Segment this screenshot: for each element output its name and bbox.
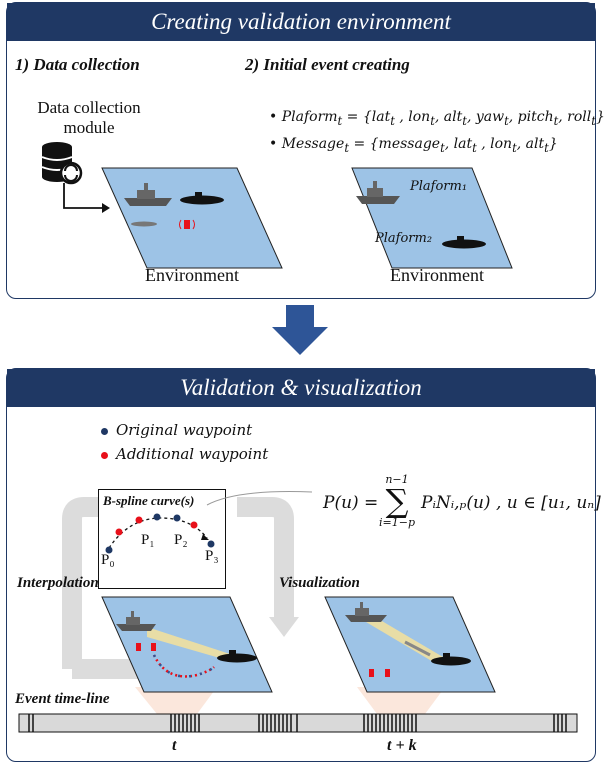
torpedo-icon [131, 221, 157, 227]
message-formula: • Messaget = {messaget, latt , lont, alt… [269, 136, 558, 155]
warship-icon [345, 602, 387, 622]
panel-title: Creating validation environment [7, 3, 595, 41]
interpolation-label: Interpolation [17, 575, 99, 591]
timeline-projection [135, 687, 445, 714]
message-signal-icon [369, 669, 390, 677]
warship-icon [116, 611, 156, 631]
environment-interpolation [101, 596, 273, 693]
bspline-curve [105, 513, 215, 554]
database-sync-icon [41, 142, 83, 185]
bspline-box: B-spline curve(s) P₀ P₁ P₂ P₃ [98, 489, 226, 589]
environment-label-left: Environment [145, 265, 239, 285]
p0-label: P₀ [101, 552, 115, 568]
tick-t-plus-k: t + k [387, 737, 417, 754]
sum-symbol: n−1 ∑ i=1−p [379, 473, 415, 529]
event-timeline [18, 713, 578, 733]
section-initial-event: 2) Initial event creating [245, 55, 410, 74]
submarine-icon [442, 236, 486, 249]
section-data-collection: 1) Data collection [15, 55, 140, 74]
additional-waypoint-dot [101, 451, 108, 459]
legend-original: Original waypoint [101, 421, 252, 439]
submarine-icon [217, 650, 257, 663]
platform1-label: Plaform₁ [410, 179, 468, 194]
connector-arrow [63, 183, 110, 213]
message-signal-icon [179, 219, 195, 230]
tick-t: t [172, 737, 177, 754]
module-label: Data collection module [37, 98, 141, 137]
p3-label: P₃ [205, 548, 219, 564]
callout-line [206, 491, 313, 506]
environment-right [351, 167, 513, 269]
bspline-title: B-spline curve(s) [103, 493, 195, 508]
panel-title: Validation & visualization [7, 369, 595, 407]
warship-icon [124, 183, 172, 206]
creating-environment-panel: Creating validation environment 1) Data … [6, 2, 605, 299]
validation-visualization-panel: Validation & visualization Original wayp… [6, 368, 601, 762]
message-signal-icon [136, 643, 156, 651]
p1-label: P₁ [141, 532, 155, 548]
down-arrow-icon [272, 305, 328, 355]
submarine-icon [180, 192, 224, 205]
submarine-icon [431, 653, 471, 666]
environment-label-right: Environment [390, 265, 484, 285]
platform2-label: Plaform₂ [375, 231, 433, 246]
environment-left [101, 167, 283, 269]
formula-lhs: P(u) = [323, 493, 379, 513]
timeline-label: Event time-line [15, 691, 110, 707]
original-waypoint-dot [101, 427, 108, 435]
legend-additional: Additional waypoint [101, 445, 268, 463]
environment-visualization [324, 596, 496, 693]
visualization-label: Visualization [279, 575, 360, 591]
platform-formula: • Plaformt = {latt , lont, altt, yawt, p… [269, 109, 605, 128]
warship-icon [356, 181, 400, 204]
p2-label: P₂ [174, 532, 188, 548]
formula-rhs: PᵢNᵢ,ₚ(u) , u ∈ [u₁, uₙ] [421, 493, 601, 513]
